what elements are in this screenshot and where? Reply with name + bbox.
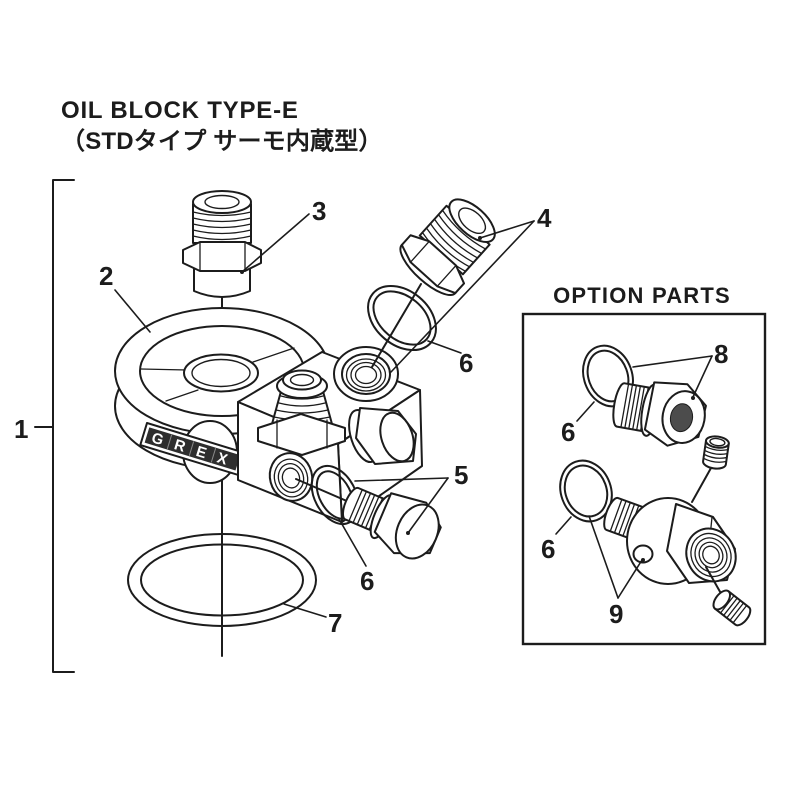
option-small-plug-top <box>702 435 730 470</box>
badge-plate <box>144 427 241 471</box>
callout-7: 7 <box>328 608 342 638</box>
callout-4-group: 4 <box>390 203 552 373</box>
installed-flare-fitting <box>257 369 346 456</box>
part-flare-fitting <box>399 198 496 296</box>
part-center-bolt <box>182 190 262 298</box>
part-large-oring <box>127 533 317 627</box>
callout-9-group: 9 <box>588 515 645 629</box>
callout-4: 4 <box>537 203 552 233</box>
callout-6-option-b: 6 <box>541 534 555 564</box>
female-port-top <box>341 353 391 395</box>
part-hex-plug <box>342 486 442 560</box>
plug-thread-hole <box>669 403 694 433</box>
option-small-plug-bottom <box>712 589 752 627</box>
page-subtitle: （STDタイプ サーモ内蔵型） <box>61 128 383 155</box>
callout-8: 8 <box>714 339 728 369</box>
part-option-plug <box>612 381 707 447</box>
axis-line-fitting4 <box>371 283 422 368</box>
callout-5-group: 5 <box>354 460 468 535</box>
callout-5: 5 <box>454 460 468 490</box>
option-oring-b <box>559 459 613 523</box>
sensor-port-dimple <box>632 544 654 564</box>
option-fitting-opening <box>685 527 737 583</box>
callout-7-group: 7 <box>283 603 342 638</box>
installed-hex-plug <box>348 407 417 465</box>
callout-6-option-a: 6 <box>561 417 575 447</box>
callout-2: 2 <box>99 261 113 291</box>
callout-6-option-b-group: 6 <box>541 516 572 564</box>
callout-9: 9 <box>609 599 623 629</box>
callout-6-option-a-group: 6 <box>561 401 595 447</box>
callout-6-upper-group: 6 <box>427 340 473 378</box>
page-title: OIL BLOCK TYPE-E <box>61 97 299 124</box>
page-title-block: OIL BLOCK TYPE-E （STDタイプ サーモ内蔵型） <box>61 95 383 157</box>
option-parts-title: OPTION PARTS <box>553 283 731 308</box>
callout-3: 3 <box>312 196 326 226</box>
callout-3-group: 3 <box>240 196 326 274</box>
part-option-fitting <box>603 435 752 627</box>
callout-6-lower-group: 6 <box>338 518 374 596</box>
callout-8-group: 8 <box>632 339 728 400</box>
front-port <box>268 452 314 502</box>
callout-1: 1 <box>14 414 28 444</box>
option-parts-box <box>521 312 767 646</box>
callout-6-lower: 6 <box>360 566 374 596</box>
assembly-bracket: 1 <box>14 179 75 673</box>
callout-2-group: 2 <box>99 261 151 333</box>
callout-6-upper: 6 <box>459 348 473 378</box>
